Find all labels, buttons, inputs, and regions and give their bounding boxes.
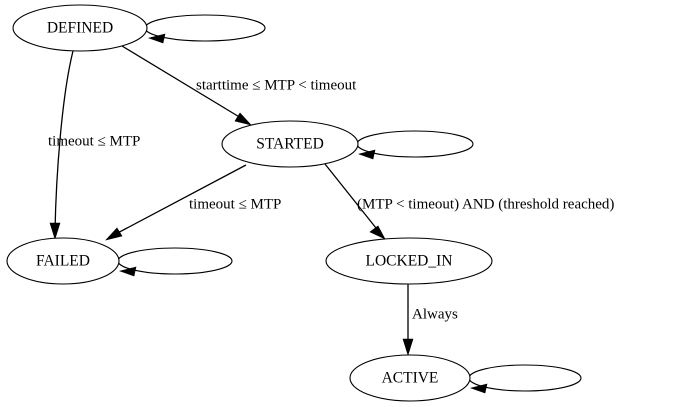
- edge-failed-self-loop: [117, 247, 233, 277]
- started-to-locked-in-path: [324, 163, 381, 234]
- started-label: STARTED: [256, 136, 324, 153]
- locked-in-to-active-arrowhead: [402, 338, 414, 357]
- defined-to-failed-path: [54, 50, 74, 233]
- edge-label-locked-in-to-active: Always: [412, 306, 458, 322]
- edge-defined-to-started: [121, 45, 252, 126]
- edge-label-defined-to-failed: timeout ≤ MTP: [48, 133, 140, 149]
- defined-label: DEFINED: [47, 20, 113, 37]
- edge-defined-self-loop: [144, 14, 266, 44]
- active-label: ACTIVE: [382, 370, 439, 387]
- edge-label-defined-to-started: starttime ≤ MTP < timeout: [196, 77, 357, 93]
- node-failed[interactable]: FAILED: [6, 237, 120, 285]
- defined-ellipse[interactable]: [12, 4, 148, 52]
- locked-in-label: LOCKED_IN: [366, 253, 453, 270]
- active-ellipse[interactable]: [349, 354, 471, 402]
- edge-defined-to-failed: [49, 50, 74, 241]
- edge-label-started-to-failed: timeout ≤ MTP: [189, 196, 281, 212]
- edge-started-to-locked-in: [324, 163, 386, 240]
- locked-in-ellipse[interactable]: [325, 237, 493, 285]
- edge-locked-in-to-active: [402, 284, 414, 357]
- defined-self-loop-arrowhead: [147, 33, 166, 44]
- active-self-loop-arrowhead: [469, 383, 488, 394]
- defined-to-started-path: [121, 45, 247, 122]
- started-to-failed-path: [111, 164, 247, 237]
- defined-to-failed-arrowhead: [49, 222, 61, 241]
- node-defined[interactable]: DEFINED: [12, 4, 148, 52]
- node-started[interactable]: STARTED: [221, 120, 359, 168]
- edge-started-to-failed: [105, 164, 247, 241]
- node-active[interactable]: ACTIVE: [349, 354, 471, 402]
- started-ellipse[interactable]: [221, 120, 359, 168]
- started-self-loop-arrowhead: [357, 149, 376, 160]
- started-to-failed-arrowhead: [105, 227, 123, 241]
- started-to-locked-in-arrowhead: [369, 225, 386, 240]
- edge-active-self-loop: [468, 364, 582, 394]
- edge-started-self-loop: [356, 130, 474, 160]
- defined-to-started-arrowhead: [234, 112, 252, 126]
- failed-label: FAILED: [36, 253, 90, 270]
- failed-ellipse[interactable]: [6, 237, 120, 285]
- failed-self-loop-arrowhead: [118, 266, 137, 277]
- edge-label-started-to-locked-in: (MTP < timeout) AND (threshold reached): [357, 196, 614, 212]
- node-locked-in[interactable]: LOCKED_IN: [325, 237, 493, 285]
